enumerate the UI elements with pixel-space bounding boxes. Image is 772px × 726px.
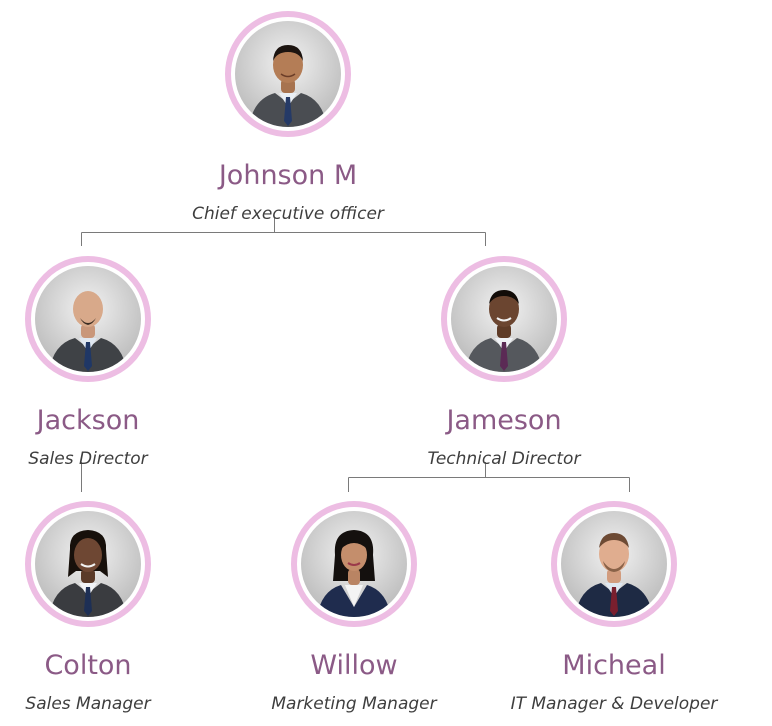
person-portrait-icon (235, 21, 341, 127)
person-name: Jackson (36, 405, 140, 436)
person-role: IT Manager & Developer (510, 694, 718, 714)
person-name: Jameson (446, 405, 562, 436)
connector-johnson-jackson-jameson (81, 218, 486, 246)
person-role: Technical Director (427, 449, 581, 469)
org-node-jackson: Jackson Sales Director (0, 256, 208, 470)
person-portrait-icon (35, 266, 141, 372)
org-node-willow: Willow Marketing Manager (234, 501, 474, 715)
org-node-jameson: Jameson Technical Director (384, 256, 624, 470)
org-node-colton: Colton Sales Manager (0, 501, 208, 715)
person-portrait-icon (301, 511, 407, 617)
person-name: Colton (44, 650, 132, 681)
org-node-johnson: Johnson M Chief executive officer (168, 11, 408, 225)
person-name: Willow (310, 650, 398, 681)
avatar-ring (441, 256, 567, 382)
person-role: Sales Director (28, 449, 148, 469)
person-portrait-icon (35, 511, 141, 617)
person-portrait-icon (561, 511, 667, 617)
avatar-ring (551, 501, 677, 627)
person-role: Marketing Manager (271, 694, 437, 714)
connector-jameson-reports (348, 462, 630, 492)
person-portrait-icon (451, 266, 557, 372)
avatar-ring (291, 501, 417, 627)
person-name: Johnson M (218, 160, 358, 191)
org-node-micheal: Micheal IT Manager & Developer (494, 501, 734, 715)
person-role: Sales Manager (25, 694, 151, 714)
avatar-ring (25, 256, 151, 382)
person-name: Micheal (562, 650, 666, 681)
person-role: Chief executive officer (192, 204, 384, 224)
avatar-ring (25, 501, 151, 627)
avatar-ring (225, 11, 351, 137)
